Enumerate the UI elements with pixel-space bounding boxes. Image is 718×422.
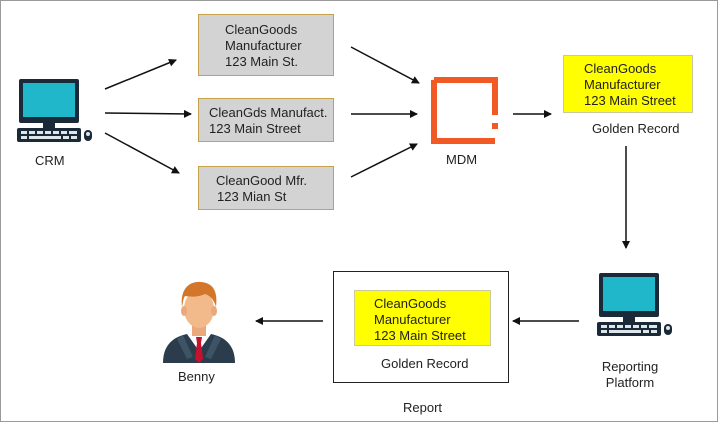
- arrow-source-1-to-mdm: [350, 46, 420, 84]
- report-golden-record-line-1: CleanGoods: [374, 296, 447, 311]
- report-golden-record-line-2: Manufacturer: [374, 312, 451, 327]
- reporting-platform-computer-icon: [597, 273, 672, 336]
- report-golden-record-box: CleanGoods Manufacturer 123 Main Street: [354, 290, 491, 346]
- mdm-logo-icon: [431, 77, 498, 144]
- report-golden-record-label: Golden Record: [381, 356, 469, 371]
- source-record-1: CleanGoods Manufacturer 123 Main St.: [198, 14, 334, 76]
- source-record-2: CleanGds Manufact. 123 Main Street: [198, 98, 334, 142]
- arrow-source-3-to-mdm: [350, 143, 418, 178]
- golden-record-line-1: CleanGoods: [584, 61, 657, 76]
- arrow-crm-to-source-2: [104, 109, 192, 118]
- crm-label: CRM: [35, 153, 65, 168]
- source-record-3-line-1: CleanGood Mfr.: [216, 173, 308, 188]
- report-frame: [333, 271, 509, 383]
- arrow-crm-to-source-3: [104, 132, 180, 174]
- reporting-platform-label-line-1: Reporting: [601, 359, 659, 374]
- golden-record-line-3: 123 Main Street: [584, 93, 676, 108]
- report-label: Report: [403, 400, 443, 415]
- golden-record-label: Golden Record: [592, 121, 680, 136]
- golden-record-box: CleanGoods Manufacturer 123 Main Street: [563, 55, 693, 113]
- source-record-3: CleanGood Mfr. 123 Mian St: [198, 166, 334, 210]
- crm-computer-icon: [17, 79, 92, 142]
- arrow-crm-to-source-1: [104, 58, 177, 90]
- reporting-platform-label: Reporting Platform: [595, 359, 665, 391]
- benny-label: Benny: [178, 369, 215, 384]
- source-record-1-line-3: 123 Main St.: [225, 54, 298, 69]
- source-record-3-line-2: 123 Mian St: [217, 189, 287, 204]
- reporting-platform-label-line-2: Platform: [605, 375, 655, 390]
- golden-record-line-2: Manufacturer: [584, 77, 661, 92]
- source-record-2-line-1: CleanGds Manufact.: [209, 105, 328, 120]
- source-record-2-line-2: 123 Main Street: [209, 121, 301, 136]
- source-record-1-line-1: CleanGoods: [225, 22, 298, 37]
- report-golden-record-line-3: 123 Main Street: [374, 328, 466, 343]
- benny-avatar-icon: [163, 281, 235, 363]
- mdm-label: MDM: [446, 152, 478, 167]
- source-record-1-line-2: Manufacturer: [225, 38, 302, 53]
